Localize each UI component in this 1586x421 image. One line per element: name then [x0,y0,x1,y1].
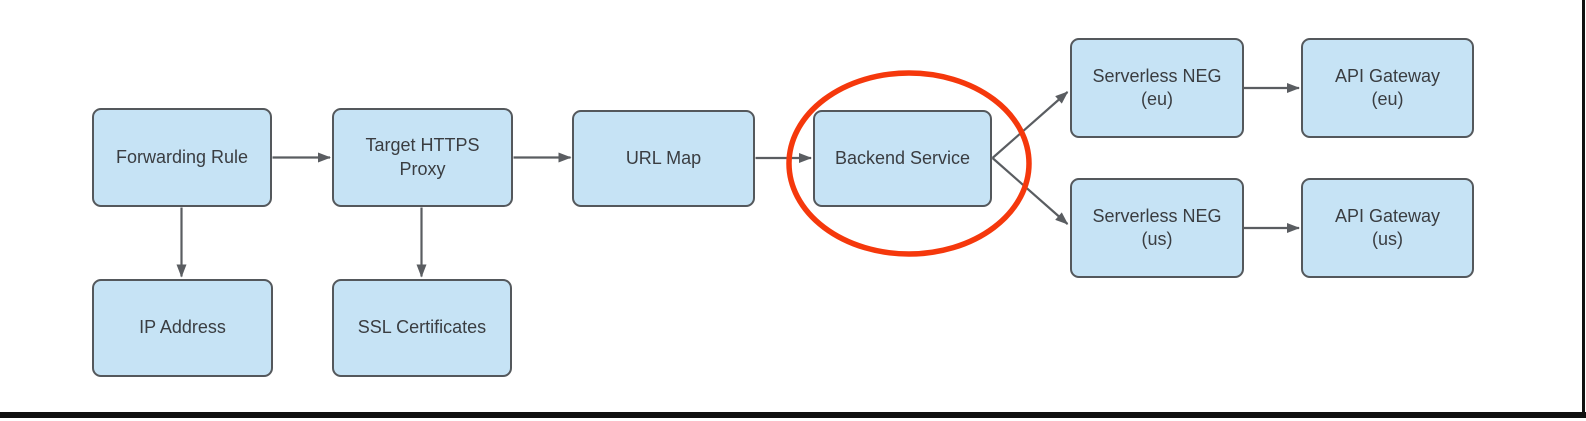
node-target-https-proxy: Target HTTPS Proxy [332,108,513,207]
frame-bottom-line [0,412,1586,418]
frame-right-line [1582,0,1585,418]
node-serverless-neg-us: Serverless NEG (us) [1070,178,1244,278]
node-ip-address: IP Address [92,279,273,377]
node-api-gateway-us: API Gateway (us) [1301,178,1474,278]
node-url-map: URL Map [572,110,755,207]
node-ssl-certificates: SSL Certificates [332,279,512,377]
edge-backend-service-to-serverless-neg-eu [991,91,1069,159]
edge-backend-service-to-serverless-neg-us [991,157,1069,225]
node-serverless-neg-eu: Serverless NEG (eu) [1070,38,1244,138]
node-forwarding-rule: Forwarding Rule [92,108,272,207]
node-api-gateway-eu: API Gateway (eu) [1301,38,1474,138]
node-backend-service: Backend Service [813,110,992,207]
